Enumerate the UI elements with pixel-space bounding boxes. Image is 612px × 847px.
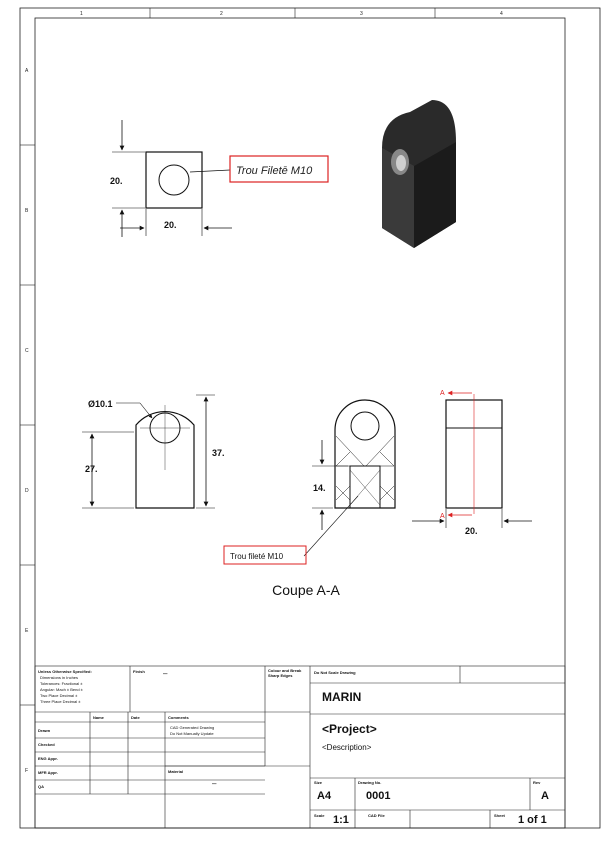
zone-row-label: D: [25, 488, 29, 494]
title-block-grid: [34, 665, 566, 829]
top-view: [112, 120, 232, 237]
section-view: [303, 399, 396, 557]
comment-line: Do Not Manually Update: [170, 731, 214, 736]
zone-column-label: 1: [80, 11, 83, 17]
section-marker-top: A: [440, 390, 445, 397]
rev-label: Rev: [533, 780, 541, 785]
project-title: <Project>: [322, 722, 377, 736]
zone-row-label: A: [25, 68, 29, 74]
zone-column-label: 2: [220, 11, 223, 17]
handwritten-thread-note: Trou Filetē M10: [236, 165, 313, 177]
unless-line: Dimensions in Inches: [40, 675, 79, 680]
cad-file-label: CAD File: [368, 813, 385, 818]
date-header: Date: [131, 715, 140, 720]
section-title: Coupe A-A: [272, 582, 340, 598]
zone-column-label: 4: [500, 11, 503, 17]
unless-line: Two Place Decimal ±: [40, 693, 78, 698]
unless-line: Angular: Mach ± Bend ±: [40, 687, 83, 692]
role-label: Checked: [38, 742, 55, 747]
section-marker-bottom: A: [440, 513, 445, 520]
comments-header: Comments: [168, 715, 189, 720]
drawing-no-value: 0001: [366, 790, 391, 802]
dimension-side-width: 20.: [465, 526, 478, 536]
role-label: MFR Appr.: [38, 770, 58, 775]
thread-label: Trou fileté M10: [230, 552, 284, 561]
zone-row-label: F: [25, 768, 28, 774]
isometric-view: [382, 100, 456, 248]
zone-row-label: C: [25, 348, 29, 354]
unless-line: Tolerances: Fractional ±: [40, 681, 83, 686]
dimension-left-height: 27.: [85, 464, 98, 474]
border-zone-labels: 1 2 3 4 A B C D E F: [25, 11, 503, 774]
unless-specified-title: Unless Otherwise Specified:: [38, 669, 92, 674]
company-name: MARIN: [322, 690, 362, 704]
name-header: Name: [93, 715, 104, 720]
size-label: Size: [314, 780, 323, 785]
front-view: [82, 394, 215, 509]
project-description: <Description>: [322, 743, 372, 752]
drawing-no-label: Drawing No.: [358, 780, 382, 785]
zone-row-label: B: [25, 208, 29, 214]
dimension-total-height: 37.: [212, 448, 225, 458]
size-value: A4: [317, 790, 332, 802]
dimension-diameter: Ø10.1: [88, 399, 113, 409]
role-label: QA: [38, 784, 44, 789]
handwritten-note-box: Trou Filetē M10: [229, 155, 329, 183]
dimension-top-width: 20.: [164, 220, 177, 230]
role-label: ENG Appr.: [38, 756, 58, 761]
scale-label: Scale: [314, 813, 325, 818]
material-value: –: [212, 779, 217, 788]
sheet-label: Sheet: [494, 813, 505, 818]
side-view: [412, 390, 532, 528]
role-label: Drawn: [38, 728, 51, 733]
unless-line: Three Place Decimal ±: [40, 699, 81, 704]
scale-value: 1:1: [333, 814, 349, 826]
zone-row-label: E: [25, 628, 29, 634]
material-label: Material: [168, 769, 184, 774]
sheet-value: 1 of 1: [518, 814, 547, 826]
zone-column-label: 3: [360, 11, 363, 17]
finish-label: Finish: [133, 669, 145, 674]
thread-label-box: Trou fileté M10: [223, 545, 307, 565]
do-not-scale-label: Do Not Scale Drawing: [314, 670, 356, 675]
finish-value: –: [163, 669, 168, 678]
rev-value: A: [541, 790, 549, 802]
dimension-section-height: 14.: [313, 483, 326, 493]
comment-line: CAD Generated Drawing: [170, 725, 215, 730]
colour-break-label: Colour and Break Sharp Edges: [268, 668, 302, 678]
dimension-top-height: 20.: [110, 176, 123, 186]
